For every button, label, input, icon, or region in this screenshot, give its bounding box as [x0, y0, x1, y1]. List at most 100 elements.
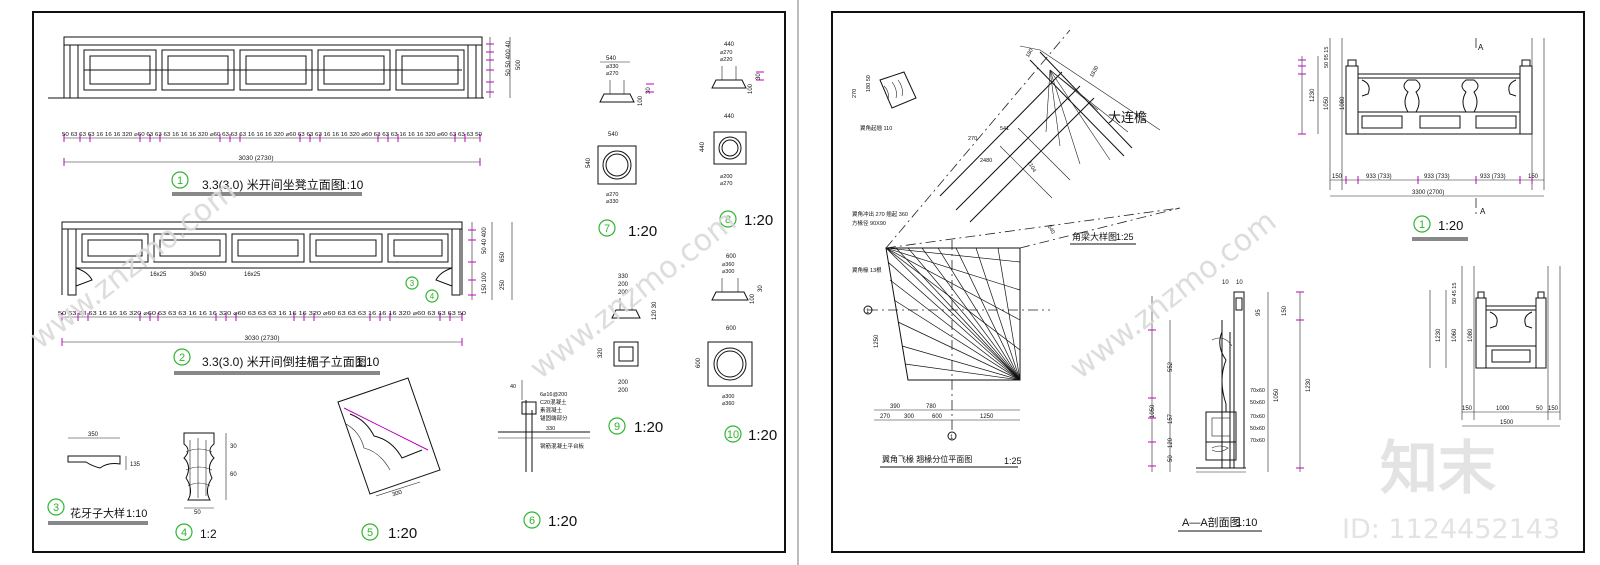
view8-dim-top: 440 [724, 42, 735, 48]
view7-number: 7 [604, 223, 610, 235]
view9-dim-8: 200 [618, 388, 629, 394]
rafter-dim-270: 270 [968, 136, 977, 142]
view1-number: 1 [177, 175, 183, 187]
section-dim-10a: 10 [1222, 280, 1229, 286]
view1-dims-row: 50 63 63 63 16 16 16 320 ⌀60 63 63 63 16… [62, 132, 482, 138]
view10-scale: 1:20 [748, 427, 777, 444]
corner-rafter-plan: 1 1 390 780 270 300 600 1250 1250 翼角冲出 2… [852, 71, 1050, 468]
view7-dim-d4: ⌀330 [606, 199, 619, 205]
section-dim-157: 157 [1168, 413, 1174, 424]
view6-note-5: 钢筋混凝土平台板 [540, 442, 585, 450]
rafter-dim-2480: 2480 [980, 158, 992, 164]
section-dim-95: 95 [1256, 309, 1262, 316]
view6-number: 6 [529, 515, 535, 527]
section-title: A—A剖面图 [1182, 515, 1241, 529]
section-dim-150: 150 [1282, 305, 1288, 316]
svg-text:100: 100 [750, 293, 756, 304]
view3-dim-height: 135 [130, 462, 141, 468]
view6-foundation-section: 6⌀16@200 C20混凝土 素混凝土 锚固端部分 钢筋混凝土平台板 330 … [498, 380, 590, 530]
section-label-3: 70x60 [1250, 414, 1265, 420]
small-elev-dim-1060: 1060 [1452, 328, 1458, 342]
view4-dim-b: 60 [230, 472, 237, 478]
view4-dim-c: 50 [194, 510, 201, 516]
view4-number: 4 [181, 527, 187, 539]
view7-dim-d1: ⌀330 [606, 64, 619, 70]
rafter-label: 大连檐 [1108, 110, 1147, 125]
rafter-dim-541: 541 [1000, 126, 1009, 132]
view4-carved-detail: 30 60 50 4 1:2 [175, 432, 237, 541]
corner-dim-300: 300 [904, 414, 915, 420]
svg-text:540: 540 [586, 157, 592, 168]
svg-text:50: 50 [1536, 406, 1543, 412]
rafter-title: 角梁大样图 [1072, 231, 1117, 242]
view2-dims-row: 50 63 63 63 16 16 16 320 ⌀60 63 63 63 16… [58, 311, 466, 317]
view8-plan-dim: 440 [724, 114, 735, 120]
svg-text:1: 1 [950, 435, 954, 441]
view10-dim-d2: ⌀300 [722, 269, 735, 275]
corner-plan-scale: 1:25 [1004, 456, 1022, 466]
corner-dim-270: 270 [880, 414, 891, 420]
svg-text:30: 30 [758, 285, 764, 292]
svg-text:50 95 15: 50 95 15 [1324, 47, 1330, 68]
svg-text:150: 150 [1462, 406, 1473, 412]
view6-note-4: 锚固端部分 [540, 414, 568, 422]
view1-scale: 1:10 [340, 178, 364, 192]
view8-dim-d4: ⌀270 [720, 181, 733, 187]
rafter-dim-1830: 1830 [1089, 65, 1100, 79]
view10-dim-d1: ⌀360 [722, 262, 735, 268]
section-label-1: 70x60 [1250, 388, 1265, 394]
svg-text:1080: 1080 [1468, 328, 1474, 342]
corner-plan-title: 翼角飞椽 翘椽分位平面图 [882, 454, 972, 464]
view1-bench-elevation: 50 50 400 40 500 50 63 63 63 16 16 16 32… [48, 36, 522, 196]
view10-number: 10 [727, 429, 739, 441]
view3-number: 3 [53, 502, 59, 514]
view9-dim-7: 200 [618, 380, 629, 386]
view9-dim-1: 330 [618, 274, 629, 280]
elev-scale: 1:20 [1438, 218, 1463, 233]
elev-section-mark-a1: A [1478, 43, 1484, 52]
svg-text:180 50: 180 50 [866, 75, 872, 92]
view2-label-2: 30x50 [190, 272, 207, 278]
view1-total-dim: 3030 (2730) [238, 155, 273, 162]
view10-base-detail: 600 ⌀360 ⌀300 30 100 600 600 ⌀300 ⌀360 1… [696, 254, 777, 444]
section-dim-50: 50 [1168, 455, 1174, 462]
view8-base-detail: 440 ⌀270 ⌀220 30 100 440 440 ⌀200 ⌀270 8… [700, 42, 773, 229]
corner-dim-780: 780 [926, 404, 937, 410]
view5-scale: 1:20 [388, 525, 417, 542]
view8-dim-d1: ⌀270 [720, 50, 733, 56]
svg-text:1: 1 [866, 309, 870, 315]
view1-title: 3.3(3.0) 米开间坐凳立面图 [202, 177, 343, 192]
svg-text:150: 150 [1548, 406, 1559, 412]
view2-number: 2 [179, 352, 185, 364]
corner-dim-1250a: 1250 [874, 334, 880, 348]
svg-text:100: 100 [748, 83, 754, 94]
view8-dim-d2: ⌀220 [720, 57, 733, 63]
view8-dim-d3: ⌀200 [720, 174, 733, 180]
section-dim-1230: 1230 [1306, 378, 1312, 392]
elev-dim-bay1: 933 (733) [1366, 174, 1392, 180]
section-label-2: 50x60 [1250, 400, 1265, 406]
view2-label-3: 16x25 [244, 272, 261, 278]
svg-text:650: 650 [500, 251, 506, 262]
svg-text:3: 3 [410, 279, 415, 288]
view8-number: 8 [725, 214, 731, 226]
rafter-dim-540: 540 [1046, 224, 1056, 235]
section-dim-1050a: 1050 [1150, 404, 1156, 418]
elev-dim-bay2: 933 (733) [1424, 174, 1450, 180]
view2-lattice-elevation: 16x25 30x50 16x25 50 40 400 650 150 100 … [58, 221, 513, 375]
left-sheet-frame [32, 11, 786, 553]
view9-dim-2: 200 [618, 282, 629, 288]
rafter-dim-1104: 1104 [1026, 160, 1037, 173]
corner-note-5: 方椽径 90X90 [852, 219, 886, 227]
svg-text:150: 150 [1332, 174, 1343, 180]
svg-text:270: 270 [852, 89, 858, 98]
svg-text:30: 30 [756, 73, 762, 80]
view9-scale: 1:20 [634, 419, 663, 436]
section-dim-120: 120 [1168, 437, 1174, 448]
svg-text:30: 30 [646, 87, 652, 94]
section-dim-1050b: 1050 [1274, 388, 1280, 402]
svg-text:100: 100 [638, 95, 644, 106]
view4-dim-a: 30 [230, 444, 237, 450]
view6-note-2: C20混凝土 [540, 398, 567, 406]
